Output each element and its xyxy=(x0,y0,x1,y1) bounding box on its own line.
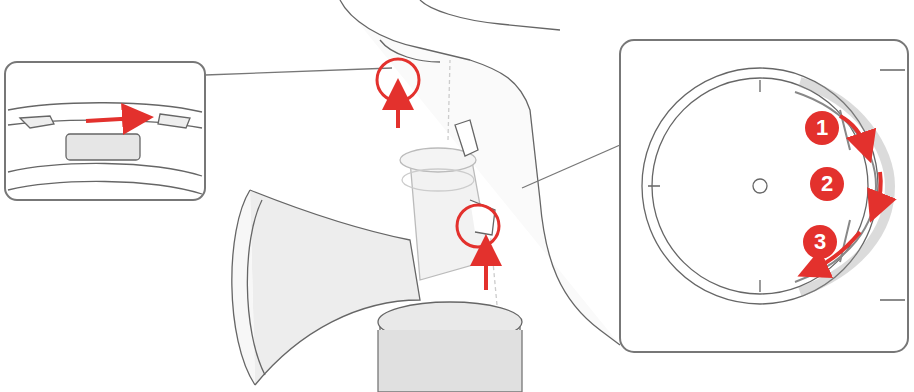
callout-text: 3 xyxy=(814,231,826,253)
callout-text: 2 xyxy=(821,173,833,195)
callout-number: 3 xyxy=(803,225,837,259)
callout-text: 1 xyxy=(816,117,828,139)
callout-number: 1 xyxy=(805,111,839,145)
callout-number: 2 xyxy=(810,167,844,201)
